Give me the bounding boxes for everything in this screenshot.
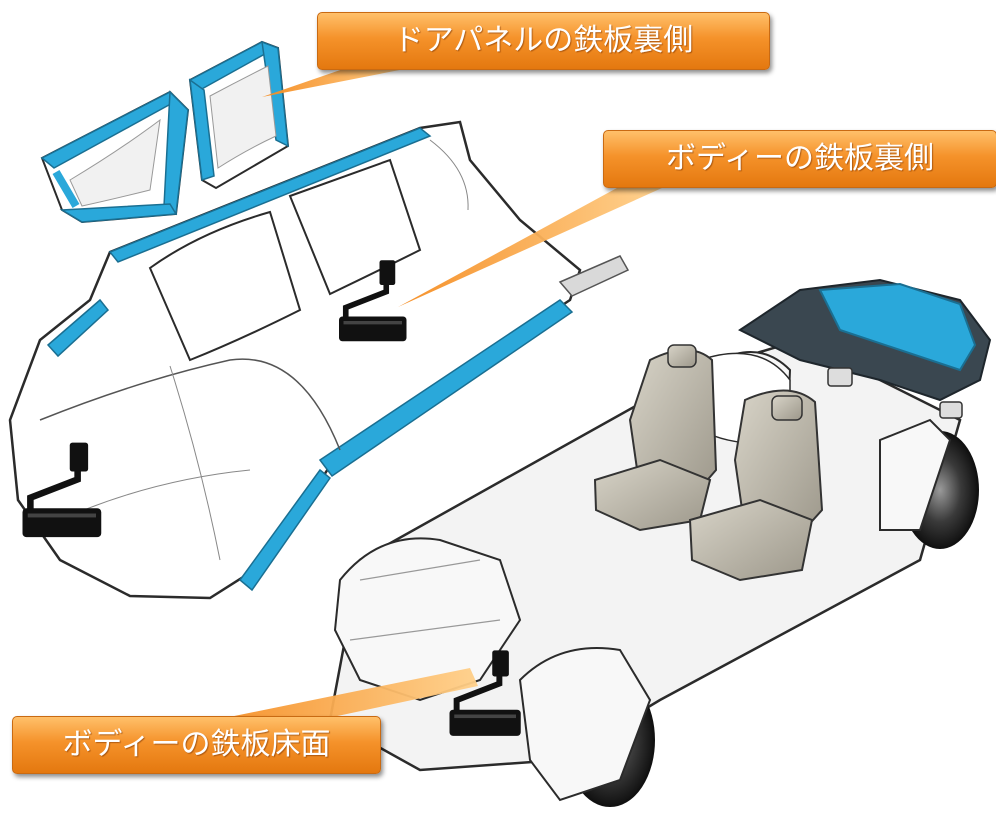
- callout-body-inner: ボディーの鉄板裏側: [603, 130, 996, 188]
- callout-label: ボディーの鉄板床面: [62, 727, 331, 762]
- seat-right: [688, 389, 824, 582]
- door-panel-left: [40, 90, 190, 224]
- callout-label: ドアパネルの鉄板裏側: [393, 23, 694, 58]
- door-panel-right: [188, 40, 290, 190]
- callout-label: ボディーの鉄板裏側: [666, 141, 934, 176]
- car-chassis-floor: [328, 278, 992, 807]
- car-body-shell: [8, 120, 630, 600]
- callout-door-panel-inner: ドアパネルの鉄板裏側: [317, 12, 770, 70]
- callout-body-floor: ボディーの鉄板床面: [12, 716, 381, 774]
